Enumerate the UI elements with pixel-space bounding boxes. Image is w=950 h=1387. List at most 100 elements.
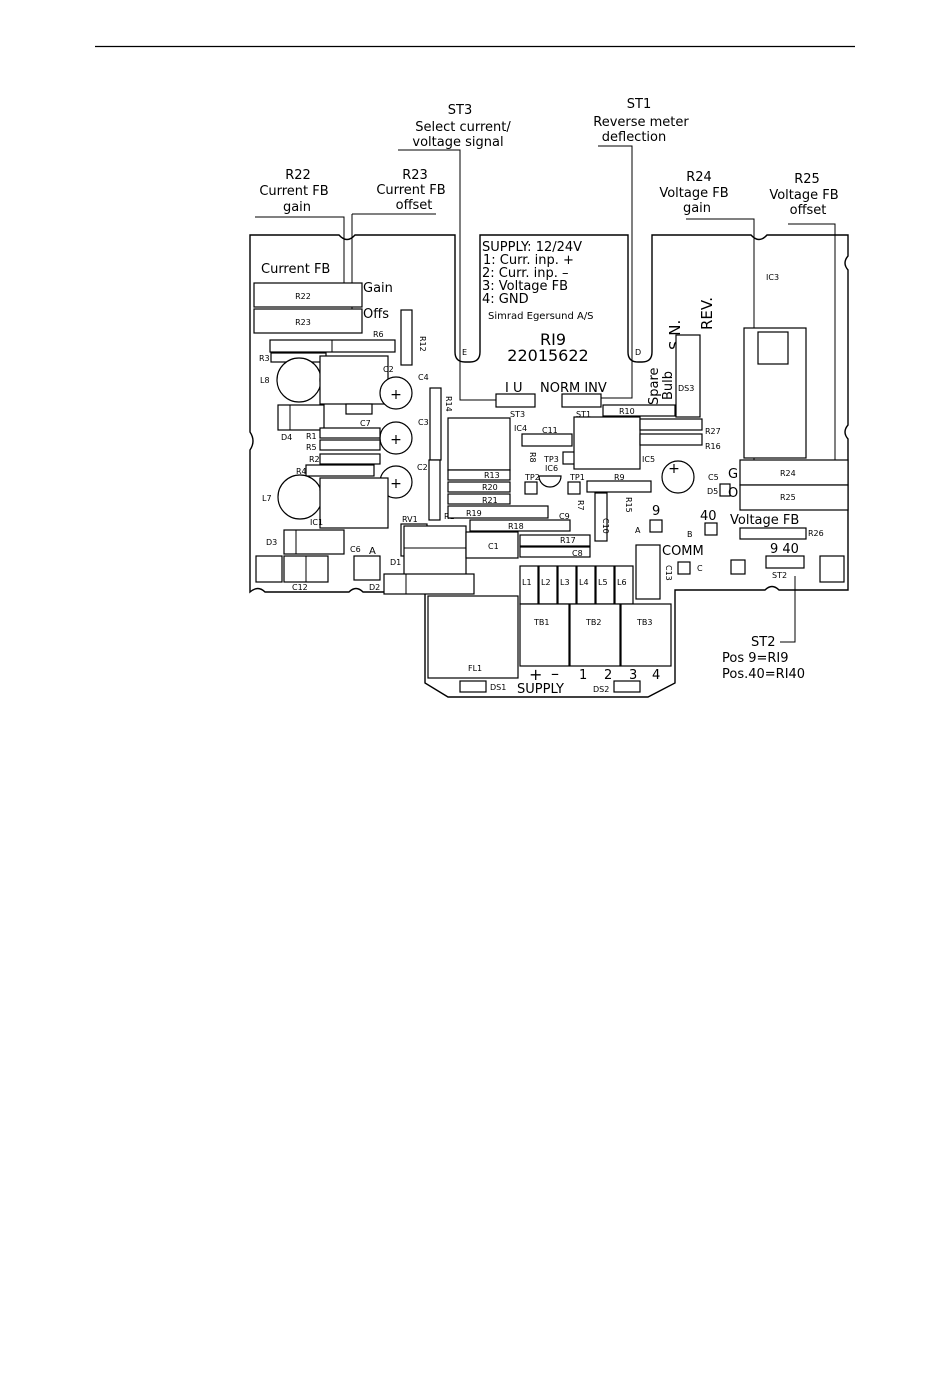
l3-label: L3 <box>560 578 570 587</box>
maker-label: Simrad Egersund A/S <box>488 311 594 322</box>
test-c-label: C <box>697 564 703 573</box>
r24-resistor <box>739 459 849 486</box>
callout-st3-line2: voltage signal <box>412 135 503 150</box>
bulb-label: Bulb <box>661 371 676 400</box>
tp3-point <box>562 451 576 465</box>
ic1-chip <box>319 477 389 529</box>
svg-text:A: A <box>369 546 376 557</box>
r24-label: R24 <box>780 469 796 478</box>
supply-spec-label: SUPPLY: 12/24V <box>482 240 582 255</box>
l7-inductor <box>277 474 323 520</box>
c5-label: C5 <box>708 473 719 482</box>
terminal-3: 3 <box>629 668 637 683</box>
tp2-label: TP2 <box>524 473 540 482</box>
r27-label: R27 <box>705 427 721 436</box>
r13-resistor <box>447 469 511 481</box>
callout-r22-line1: Current FB <box>259 184 328 199</box>
inductor-row: L1 L2 L3 L4 L5 L6 <box>519 565 634 605</box>
r12-resistor <box>400 309 413 366</box>
r6-label: R6 <box>373 330 384 339</box>
callout-r24: R24 Voltage FB gain <box>659 170 728 216</box>
pin4-label: 4: GND <box>482 292 529 307</box>
mark-e: E <box>462 348 467 357</box>
terminal-minus: – <box>551 664 559 683</box>
r23-resistor <box>253 308 363 334</box>
d1-label: D1 <box>390 558 401 567</box>
st1-jumper <box>561 393 602 408</box>
callout-r23-line2: offset <box>396 198 433 213</box>
l1-label: L1 <box>522 578 532 587</box>
terminal-plus: + <box>529 665 542 684</box>
pad-a <box>649 519 663 533</box>
callout-r25-title: R25 <box>794 172 820 187</box>
st3-label: ST3 <box>510 410 525 419</box>
callout-r25-line1: Voltage FB <box>769 188 838 203</box>
ds3-label: DS3 <box>678 384 694 393</box>
r12-label: R12 <box>418 336 427 352</box>
callout-st1: ST1 Reverse meter deflection <box>593 97 689 145</box>
pot-g-mark: G <box>728 467 738 482</box>
r20-label: R20 <box>482 483 498 492</box>
c3-label: C3 <box>418 418 429 427</box>
board-legend: SUPPLY: 12/24V 1: Curr. inp. + 2: Curr. … <box>482 240 594 365</box>
r1-resistor-vertical <box>428 459 441 521</box>
tb3-label: TB3 <box>636 618 652 627</box>
c13-label: C13 <box>664 565 673 581</box>
gain-label: Gain <box>363 281 393 296</box>
r17-label: R17 <box>560 536 576 545</box>
part-number-label: 22015622 <box>507 346 588 365</box>
offs-label: Offs <box>363 307 389 322</box>
r5-label: R5 <box>306 443 317 452</box>
tb2-terminal <box>569 603 621 667</box>
r8-label: R8 <box>528 452 537 463</box>
pad-b <box>704 522 718 536</box>
st2-label: ST2 <box>772 571 787 580</box>
st2-jumper <box>765 555 805 569</box>
r20-resistor <box>447 481 511 493</box>
ds3-spare-bulb <box>675 334 701 418</box>
callout-st1-line1: Reverse meter <box>593 115 689 130</box>
callout-r24-title: R24 <box>686 170 712 185</box>
c8-capacitor <box>519 546 591 558</box>
svg-text:+: + <box>390 387 402 403</box>
c5-capacitor <box>661 460 695 494</box>
r25-label: R25 <box>780 493 796 502</box>
revision-label: REV. <box>698 297 716 330</box>
r14-resistor <box>429 387 442 461</box>
terminal-2: 2 <box>604 668 612 683</box>
c8-label: C8 <box>572 549 583 558</box>
ds2-label: DS2 <box>593 685 609 694</box>
pos40-label: 40 <box>700 509 717 524</box>
r27-resistor <box>639 418 703 431</box>
mark-d: D <box>635 348 641 357</box>
r10-label: R10 <box>619 407 635 416</box>
r14-label: R14 <box>444 396 453 412</box>
callout-r23-title: R23 <box>402 168 428 183</box>
ic3-label: IC3 <box>766 273 779 282</box>
d5-label: D5 <box>707 487 718 496</box>
fl1-label: FL1 <box>468 664 482 673</box>
r15-label: R15 <box>624 497 633 513</box>
st2-position-label: 9 40 <box>770 542 799 557</box>
callout-r22: R22 Current FB gain <box>259 168 328 215</box>
callout-r23-line1: Current FB <box>376 183 445 198</box>
r23-label: R23 <box>295 318 311 327</box>
r4-resistor <box>305 464 375 477</box>
c6-label: C6 <box>350 545 361 554</box>
d1-block <box>403 525 467 577</box>
c1-label: C1 <box>488 542 499 551</box>
r10-resistor <box>602 404 676 417</box>
r25-resistor <box>739 484 849 511</box>
callout-r22-line2: gain <box>283 200 311 215</box>
ic1-label: IC1 <box>310 518 323 527</box>
tp1-point <box>567 481 581 495</box>
tb3-terminal <box>620 603 672 667</box>
corner-pad-right <box>819 555 845 583</box>
test-b-label: B <box>687 530 693 539</box>
ic6-label: IC6 <box>545 464 558 473</box>
rv1-label: RV1 <box>402 515 418 524</box>
ds1-label: DS1 <box>490 683 506 692</box>
callout-st3-line1: Select current/ <box>415 120 511 135</box>
c11-label: C11 <box>542 426 558 435</box>
r3-label: R3 <box>259 354 270 363</box>
